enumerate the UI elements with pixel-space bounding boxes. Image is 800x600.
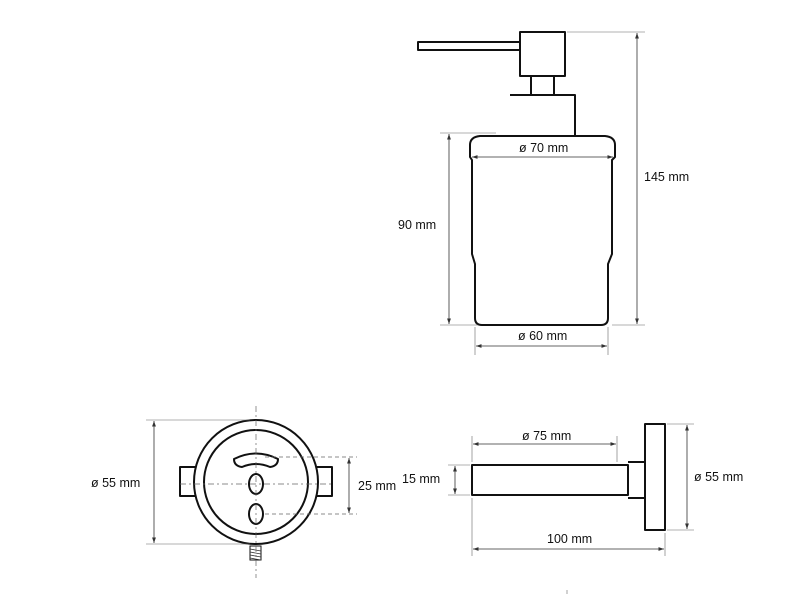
label-front-diameter: ø 55 mm	[91, 476, 140, 490]
holder-front-view: ø 55 mm 25 mm	[91, 406, 396, 578]
label-container-height: 90 mm	[398, 218, 436, 232]
pump-neck	[530, 75, 555, 96]
holder-arm	[471, 464, 629, 496]
label-hole-spacing: 25 mm	[358, 479, 396, 493]
label-total-height: 145 mm	[644, 170, 689, 184]
label-top-diameter: ø 70 mm	[519, 141, 568, 155]
pump-collar	[510, 94, 576, 137]
holder-side-view: ø 75 mm 15 mm ø 55 mm 100 mm	[402, 423, 743, 556]
pump-nozzle	[417, 41, 521, 51]
label-plate-diameter: ø 55 mm	[694, 470, 743, 484]
wall-plate	[644, 423, 666, 531]
set-screw	[249, 545, 262, 561]
holder-neck	[628, 461, 646, 499]
container-body	[469, 135, 616, 326]
soap-dispenser-view: 145 mm 90 mm ø 70 mm ø 60 mm	[398, 31, 689, 355]
label-bottom-diameter: ø 60 mm	[518, 329, 567, 343]
set-screw-thread	[249, 548, 262, 561]
label-ring-diameter: ø 75 mm	[522, 429, 571, 443]
pump-head	[519, 31, 566, 77]
keyhole-slot	[233, 452, 279, 468]
label-projection: 100 mm	[547, 532, 592, 546]
mounting-ear-left	[179, 466, 196, 497]
label-thickness: 15 mm	[402, 472, 440, 486]
mounting-ear-right	[317, 466, 333, 497]
